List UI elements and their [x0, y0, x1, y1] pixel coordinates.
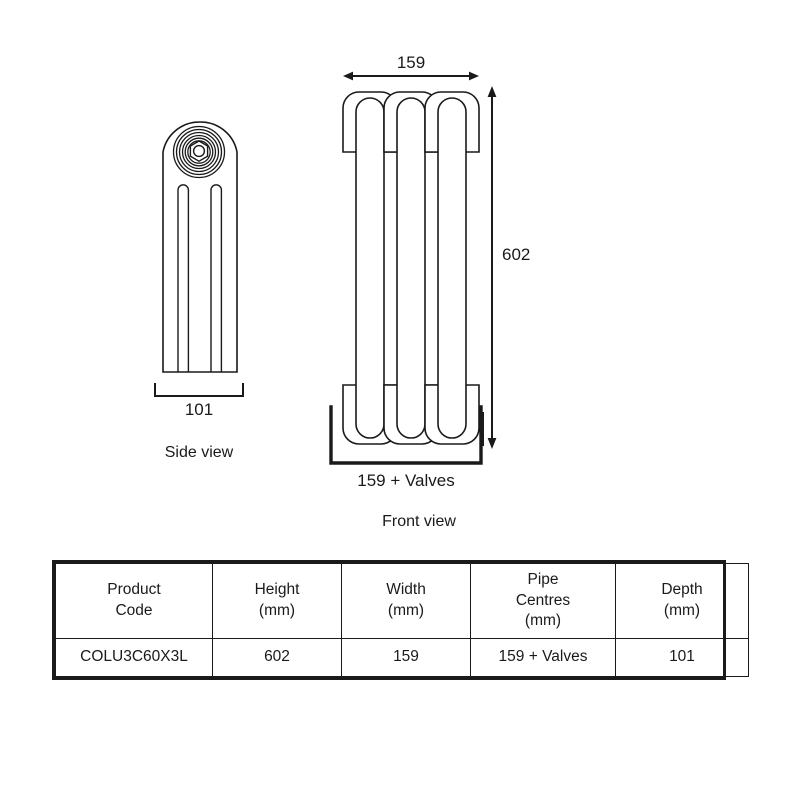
header-line: Code: [115, 602, 153, 619]
table-header-row: Product Code Height (mm) Width (mm) Pipe…: [55, 563, 749, 639]
section-front-column: [355, 97, 385, 439]
header-line: (mm): [663, 602, 701, 619]
cell-width: 159: [341, 638, 471, 677]
hex-nut-icon: [189, 140, 209, 163]
side-view-group: 101 Side view: [154, 121, 244, 461]
header-line: (mm): [387, 602, 425, 619]
header-line: Depth: [661, 581, 703, 599]
cell-height: 602: [212, 638, 342, 677]
hex-nut-bore-icon: [192, 144, 206, 158]
front-view-height-dimension: 602: [482, 86, 530, 449]
section-front-column: [437, 97, 467, 439]
front-view-section: [424, 91, 480, 445]
header-height: Height (mm): [212, 563, 342, 639]
front-view-height-label: 602: [502, 245, 530, 264]
side-view-depth-label: 101: [185, 400, 213, 419]
header-pipe-centres: Pipe Centres (mm): [470, 563, 616, 639]
front-view-width-label: 159: [397, 53, 425, 72]
section-front-column: [396, 97, 426, 439]
header-line: Pipe: [527, 570, 559, 588]
cell-pipe-centres: 159 + Valves: [470, 638, 616, 677]
header-depth: Depth (mm): [615, 563, 749, 639]
front-view-pipe-centres-dimension: 159 + Valves: [329, 405, 483, 490]
side-view-caption: Side view: [165, 444, 234, 461]
side-view-slot-right: [210, 184, 223, 372]
header-line: (mm): [524, 612, 562, 630]
cell-product-code: COLU3C60X3L: [55, 638, 213, 677]
header-line: Centres: [515, 591, 571, 609]
header-width: Width (mm): [341, 563, 471, 639]
header-line: Width: [386, 581, 426, 599]
front-view-pipe-centres-label: 159 + Valves: [357, 471, 455, 490]
header-line: (mm): [258, 602, 296, 619]
header-line: Height: [254, 581, 300, 599]
header-product-code: Product Code: [55, 563, 213, 639]
front-view-caption: Front view: [382, 513, 456, 530]
side-view-depth-bracket: [154, 383, 244, 397]
spec-table: Product Code Height (mm) Width (mm) Pipe…: [55, 563, 749, 677]
header-line: Product: [107, 581, 161, 599]
side-view-slot-left: [177, 184, 190, 372]
front-view-group: 159 602 159 + Valves Front view: [329, 53, 530, 530]
spec-table-container: Product Code Height (mm) Width (mm) Pipe…: [52, 560, 749, 680]
table-row: COLU3C60X3L 602 159 159 + Valves 101: [55, 638, 749, 677]
cell-depth: 101: [615, 638, 749, 677]
front-view-width-dimension: 159: [343, 53, 479, 81]
